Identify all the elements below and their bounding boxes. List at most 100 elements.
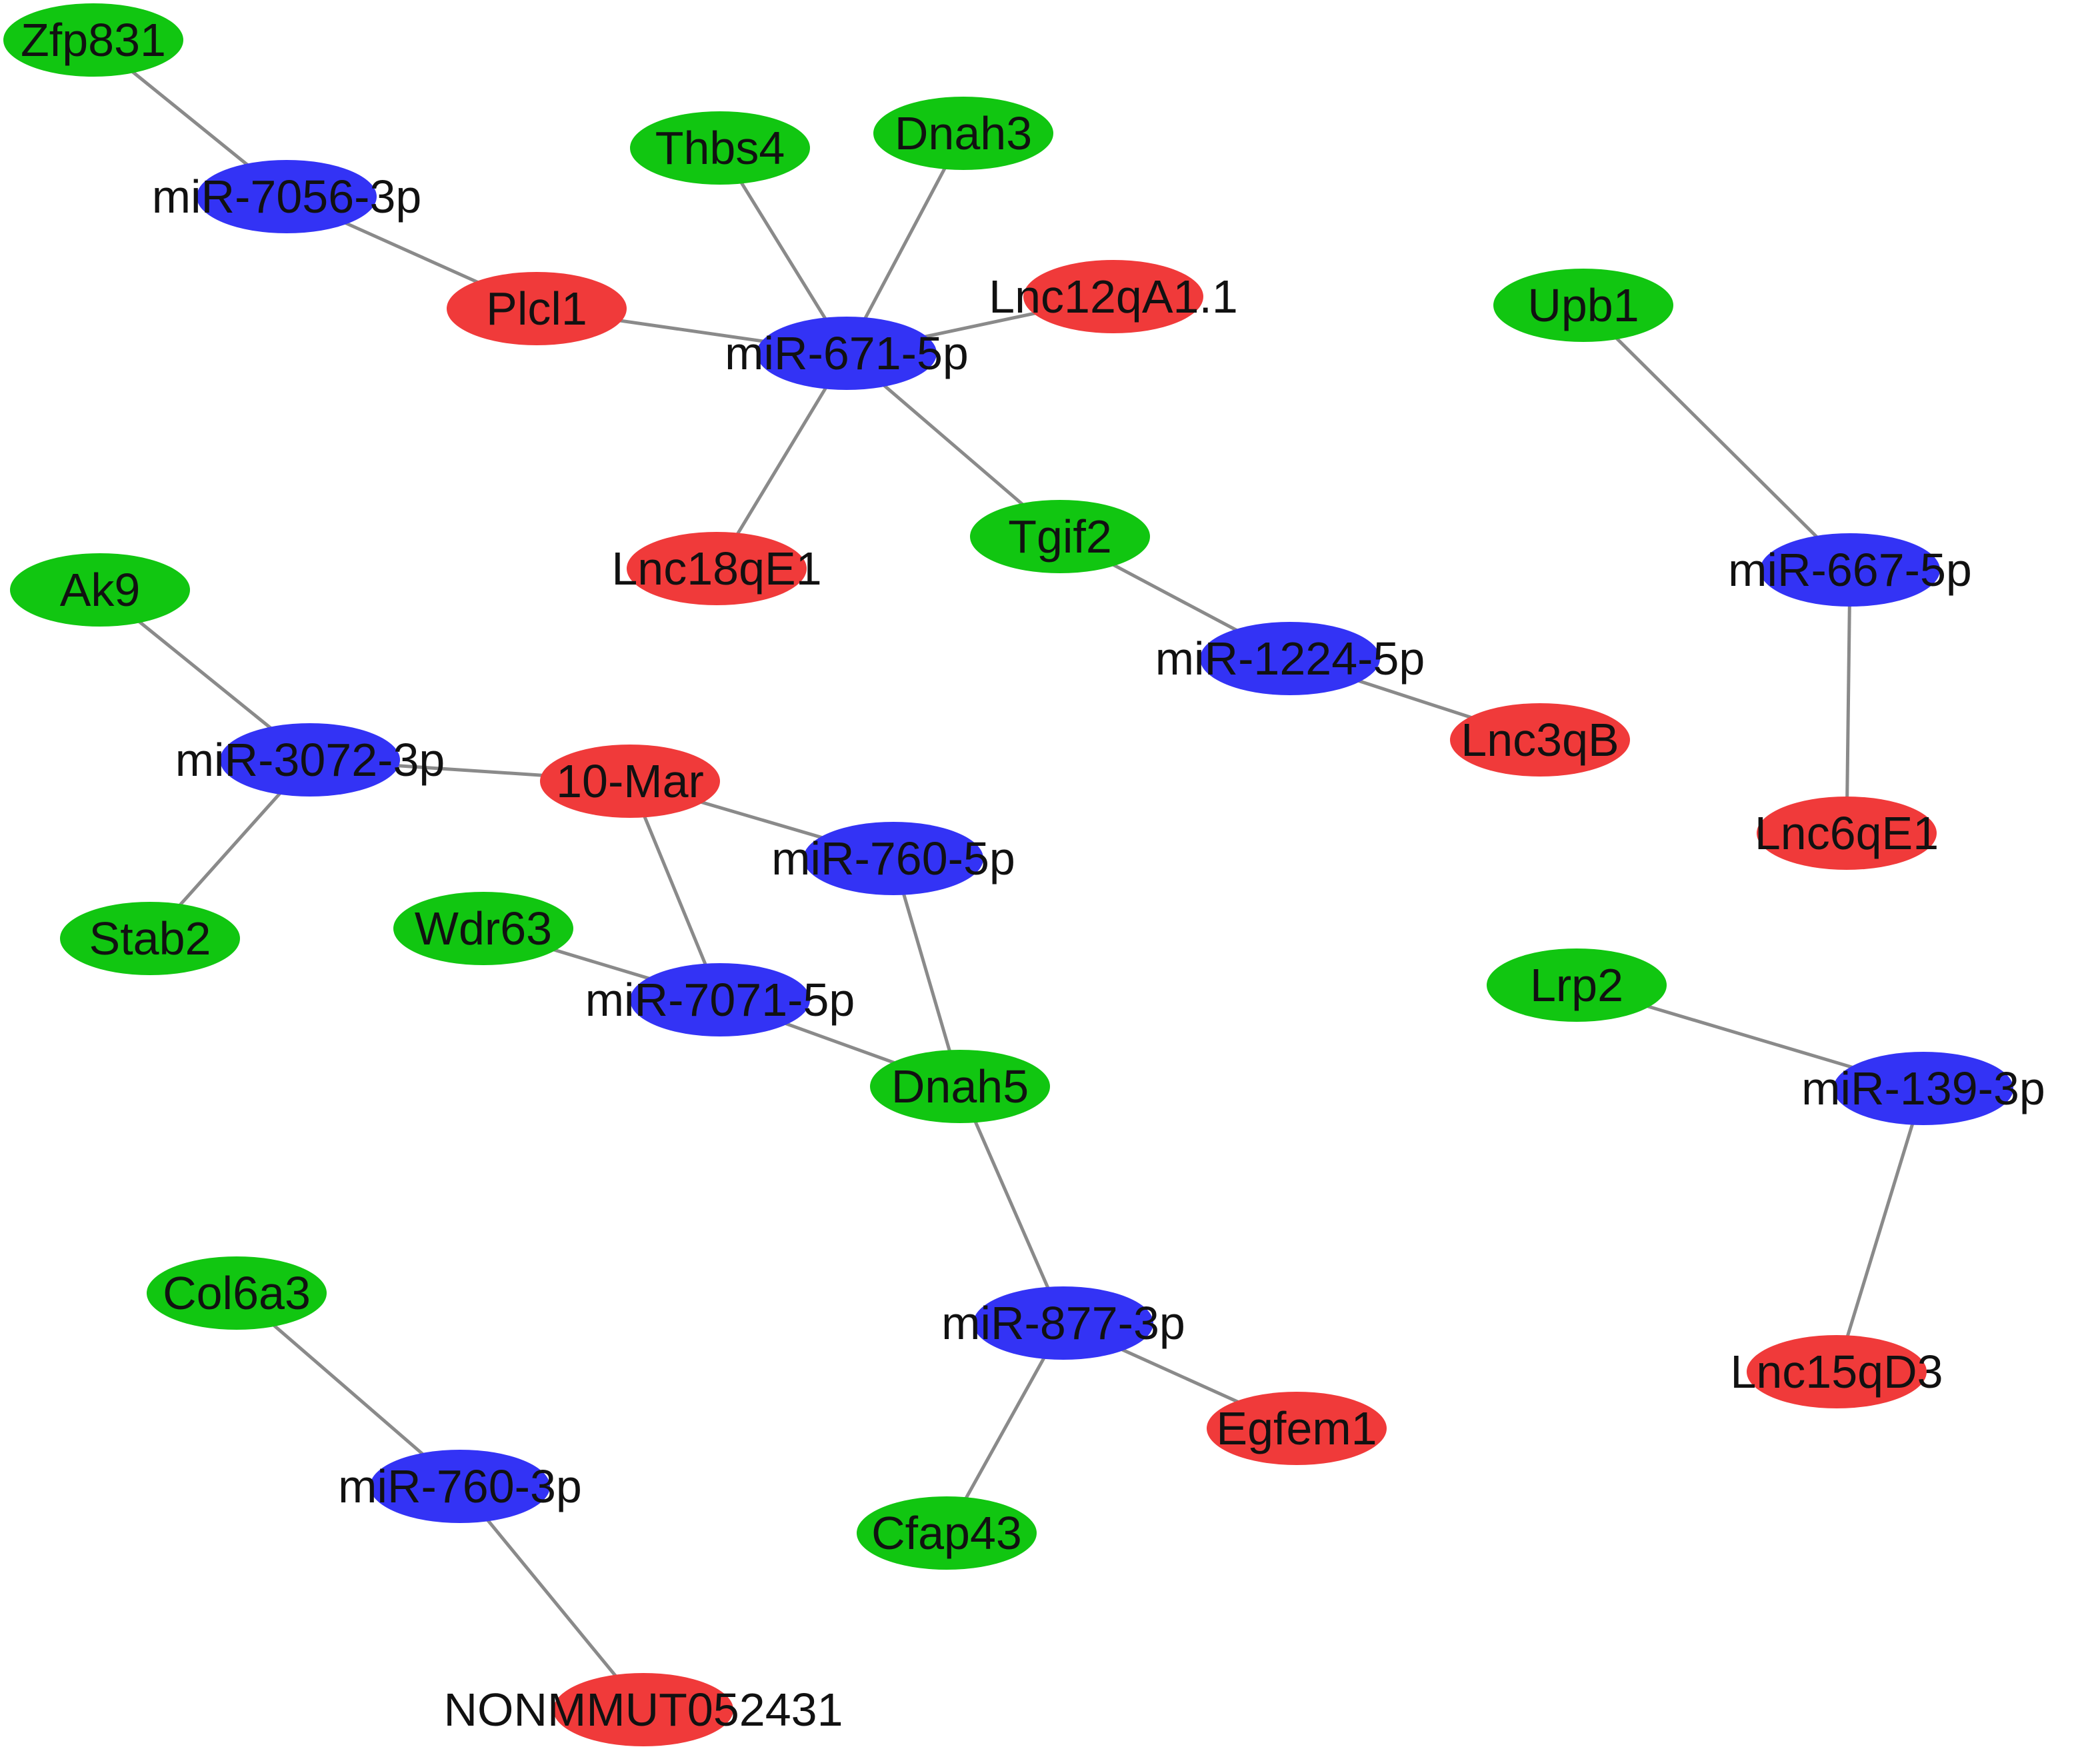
node-nonmmut: NONMMUT052431 xyxy=(443,1673,843,1746)
node-lnc18qe1: Lnc18qE1 xyxy=(611,532,822,605)
node-lnc6qe1: Lnc6qE1 xyxy=(1755,797,1939,870)
node-mir671: miR-671-5p xyxy=(725,317,969,390)
node-label: Ak9 xyxy=(60,564,141,616)
lncrna-node-shape xyxy=(1450,703,1630,777)
lncrna-node-shape xyxy=(1757,797,1937,870)
node-mir7071: miR-7071-5p xyxy=(585,963,855,1036)
node-label: Upb1 xyxy=(1527,279,1639,331)
lncrna-node-shape xyxy=(1207,1392,1387,1465)
node-egfem1: Egfem1 xyxy=(1207,1392,1387,1465)
node-mir139: miR-139-3p xyxy=(1801,1052,2045,1125)
node-label: Wdr63 xyxy=(415,902,552,954)
edge-mir760_3p-nonmmut xyxy=(459,1485,645,1711)
node-label: Egfem1 xyxy=(1216,1402,1377,1454)
node-cfap43: Cfap43 xyxy=(857,1496,1037,1570)
node-label: miR-671-5p xyxy=(725,327,969,379)
node-label: miR-877-3p xyxy=(941,1297,1185,1349)
node-mir760_5p: miR-760-5p xyxy=(771,822,1015,895)
gene-node-shape xyxy=(873,97,1053,170)
node-label: Col6a3 xyxy=(163,1267,311,1319)
node-wdr63: Wdr63 xyxy=(393,892,573,965)
mirna-node-shape xyxy=(1760,533,1940,607)
lncrna-node-shape xyxy=(627,532,807,605)
node-label: miR-7071-5p xyxy=(585,974,855,1026)
node-lrp2: Lrp2 xyxy=(1487,948,1667,1022)
gene-node-shape xyxy=(1493,269,1673,342)
edge-dnah5-mir877 xyxy=(958,1085,1065,1324)
mirna-node-shape xyxy=(803,822,983,895)
gene-node-shape xyxy=(393,892,573,965)
node-label: miR-760-3p xyxy=(338,1460,582,1512)
gene-node-shape xyxy=(147,1256,327,1330)
node-label: 10-Mar xyxy=(556,755,704,807)
mirna-node-shape xyxy=(973,1286,1153,1360)
node-label: Thbs4 xyxy=(655,122,785,174)
node-tgif2: Tgif2 xyxy=(970,500,1150,573)
mirna-node-shape xyxy=(757,317,937,390)
node-label: Plcl1 xyxy=(486,283,587,335)
gene-node-shape xyxy=(10,553,190,627)
lncrna-node-shape xyxy=(553,1673,733,1746)
node-lnc3qb: Lnc3qB xyxy=(1450,703,1630,777)
edge-upb1-mir667 xyxy=(1582,304,1851,571)
gene-node-shape xyxy=(1487,948,1667,1022)
node-thbs4: Thbs4 xyxy=(630,111,810,185)
node-label: Lnc12qA1.1 xyxy=(989,271,1238,323)
node-ak9: Ak9 xyxy=(10,553,190,627)
node-zfp831: Zfp831 xyxy=(3,3,183,77)
edge-dnah3-mir671 xyxy=(845,132,965,355)
gene-node-shape xyxy=(970,500,1150,573)
node-mir3072: miR-3072-3p xyxy=(175,723,445,797)
mirna-node-shape xyxy=(197,160,377,233)
mirna-node-shape xyxy=(1200,622,1380,695)
node-label: miR-667-5p xyxy=(1728,544,1972,596)
node-label: miR-760-5p xyxy=(771,833,1015,884)
lncrna-node-shape xyxy=(1023,260,1203,333)
node-label: Lnc3qB xyxy=(1461,714,1619,766)
node-label: Tgif2 xyxy=(1008,511,1112,563)
node-mir7056: miR-7056-3p xyxy=(152,160,422,233)
node-dnah5: Dnah5 xyxy=(870,1050,1050,1123)
edge-mir760_5p-dnah5 xyxy=(891,858,962,1087)
node-label: Stab2 xyxy=(89,912,211,964)
gene-node-shape xyxy=(630,111,810,185)
gene-node-shape xyxy=(857,1496,1037,1570)
node-label: miR-7056-3p xyxy=(152,171,422,223)
node-dnah3: Dnah3 xyxy=(873,97,1053,170)
edge-mir139-lnc15qd3 xyxy=(1835,1088,1925,1372)
node-label: miR-1224-5p xyxy=(1155,633,1425,685)
lncrna-node-shape xyxy=(447,272,627,345)
node-label: Cfap43 xyxy=(871,1507,1022,1559)
lncrna-node-shape xyxy=(540,745,720,818)
node-label: Lnc15qD3 xyxy=(1730,1346,1943,1398)
edge-mir667-lnc6qe1 xyxy=(1845,569,1852,834)
node-label: Lrp2 xyxy=(1530,959,1623,1011)
node-mar10: 10-Mar xyxy=(540,745,720,818)
node-label: Zfp831 xyxy=(21,14,166,66)
node-label: miR-3072-3p xyxy=(175,734,445,786)
node-stab2: Stab2 xyxy=(60,902,240,975)
mirna-node-shape xyxy=(630,963,810,1036)
mirna-node-shape xyxy=(370,1450,550,1523)
mirna-node-shape xyxy=(220,723,400,797)
node-label: Dnah5 xyxy=(891,1060,1029,1112)
lncrna-node-shape xyxy=(1747,1335,1927,1408)
node-mir877: miR-877-3p xyxy=(941,1286,1185,1360)
node-mir667: miR-667-5p xyxy=(1728,533,1972,607)
node-label: NONMMUT052431 xyxy=(443,1684,843,1736)
node-label: Lnc6qE1 xyxy=(1755,807,1939,859)
node-plcl1: Plcl1 xyxy=(447,272,627,345)
edge-lnc18qe1-mir671 xyxy=(715,352,849,570)
gene-node-shape xyxy=(870,1050,1050,1123)
gene-node-shape xyxy=(3,3,183,77)
node-label: miR-139-3p xyxy=(1801,1062,2045,1114)
gene-node-shape xyxy=(60,902,240,975)
node-mir1224: miR-1224-5p xyxy=(1155,622,1425,695)
node-label: Dnah3 xyxy=(895,107,1032,159)
node-col6a3: Col6a3 xyxy=(147,1256,327,1330)
edge-mar10-mir7071 xyxy=(628,781,722,1000)
mirna-node-shape xyxy=(1833,1052,2013,1125)
node-lnc12qa11: Lnc12qA1.1 xyxy=(989,260,1238,333)
